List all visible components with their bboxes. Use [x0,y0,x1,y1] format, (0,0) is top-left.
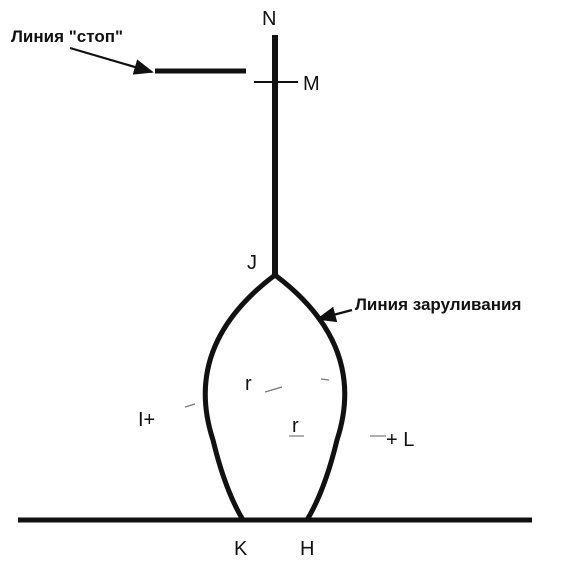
taxi-line-pointer-arrow [316,306,353,323]
right-arc [273,273,348,522]
left-arc [202,273,277,522]
scan-mark [264,386,283,393]
stop-line-pointer-arrow [69,46,154,75]
point-m-label: M [303,73,320,95]
point-n-label: N [262,8,276,30]
point-k-label: K [234,538,248,560]
point-i-label: I+ [138,409,155,431]
taxi-line-label: Линия заруливания [355,295,521,314]
point-l-label: + L [386,429,414,451]
stop-line-label: Линия "стоп" [11,27,123,46]
scan-mark [320,378,330,381]
radius-label-lower: r [292,415,299,437]
scan-mark [184,403,196,408]
radius-label-upper: r [245,373,252,395]
point-h-label: H [300,538,314,560]
point-j-label: J [247,252,257,274]
